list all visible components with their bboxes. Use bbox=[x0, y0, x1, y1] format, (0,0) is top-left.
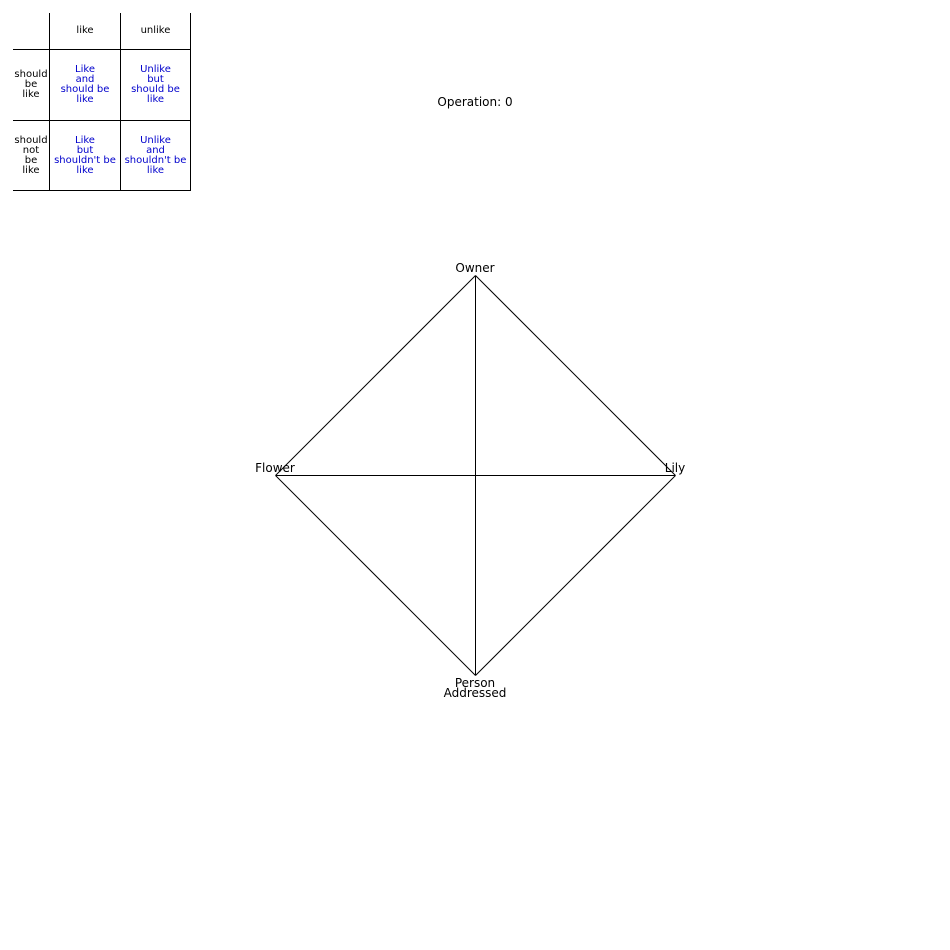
operation-counter: Operation: 0 bbox=[437, 95, 513, 109]
legend-cell-like-but-shouldnt-be-like: Like but shouldn't be like bbox=[54, 134, 116, 176]
grid-line bbox=[49, 13, 50, 191]
column-header-like: like bbox=[76, 25, 94, 36]
grid-line bbox=[13, 190, 191, 191]
grid-line bbox=[120, 13, 121, 191]
grid-line bbox=[13, 120, 191, 121]
legend-cell-like-and-should-be-like: Like and should be like bbox=[60, 64, 110, 105]
legend-table: like unlike should be like should not be… bbox=[13, 13, 191, 191]
node-label-flower: Flower bbox=[255, 461, 295, 475]
edge-flower-owner bbox=[275, 275, 476, 476]
grid-line bbox=[13, 49, 191, 50]
column-header-unlike: unlike bbox=[140, 25, 171, 36]
grid-line bbox=[190, 13, 191, 191]
node-label-person-addressed: Person Addressed bbox=[443, 676, 507, 700]
legend-cell-unlike-and-shouldnt-be-like: Unlike and shouldn't be like bbox=[124, 134, 187, 176]
node-label-owner: Owner bbox=[455, 261, 495, 275]
node-label-lily: Lily bbox=[664, 461, 686, 475]
edge-person-addressed-flower bbox=[275, 475, 476, 676]
row-header-should-not-be-like: should not be like bbox=[14, 134, 48, 176]
edge-owner-lily bbox=[475, 275, 676, 476]
row-header-should-be-like: should be like bbox=[14, 69, 48, 100]
edge-lily-person-addressed bbox=[475, 475, 676, 676]
legend-cell-unlike-but-should-be-like: Unlike but should be like bbox=[131, 64, 180, 105]
